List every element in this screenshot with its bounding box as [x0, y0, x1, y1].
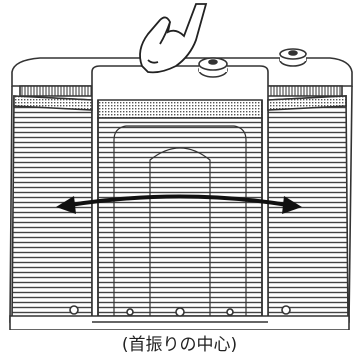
swing-arrow-icon: [56, 194, 302, 214]
heater-illustration: [9, 3, 353, 330]
caption: (首振りの中心): [121, 335, 238, 355]
hand-icon: [139, 3, 208, 74]
heater-body: [9, 57, 353, 330]
knob-icon: [198, 48, 307, 78]
